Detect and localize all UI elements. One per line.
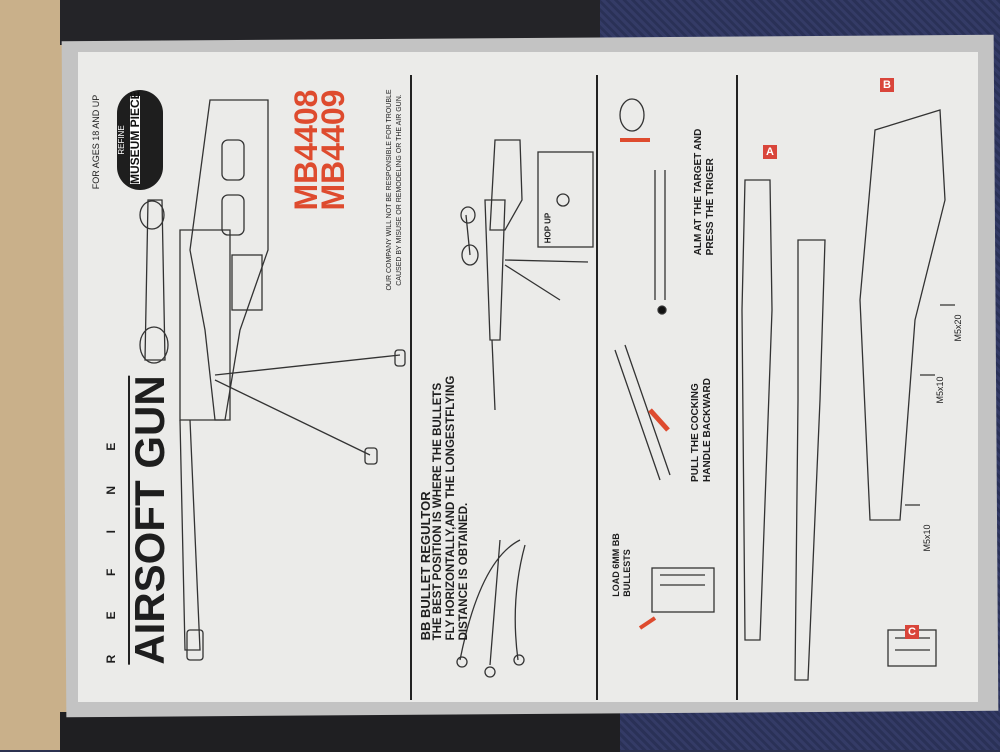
step-text: PULL THE COCKING [690,383,701,482]
regulator-section: BB BULLET REGULTOR THE BEST POSITION IS … [418,375,471,641]
regulator-line: FLY HORIZONTALLY,AND THE LONGESTFLYING [445,375,457,641]
step-text: ALM AT THE TARGET AND [693,128,704,256]
screw-label: M5x20 [953,314,963,342]
main-rifle-illustration [139,99,406,661]
step-text: HANDLE BACKWARD [702,378,713,482]
model-number: MB4409 [315,89,351,211]
disclaimer: OUR COMPANY WILL NOT BE RESPONSIBLE FOR … [385,89,405,290]
screw-label: M5x10 [935,376,945,404]
step-illustrations [614,98,715,630]
logo-ring-text: REFINE [117,125,126,155]
part-label-b: B [880,78,894,92]
dark-surface-bottom [60,712,620,752]
logo-center-text: MUSEUM PIECE [128,91,142,184]
regulator-title: BB BULLET REGULTOR [418,491,433,641]
part-label-c: C [905,625,919,639]
manual-sheet [78,52,978,702]
step-text: PRESS THE TRIGER [705,158,716,256]
disclaimer-line: CAUSED BY MISUSE OR REMODELING OR THE AI… [396,94,403,286]
step-aim: ALM AT THE TARGET AND PRESS THE TRIGER [693,129,717,256]
brand-name: R E F I N E [104,426,118,664]
section-divider [596,75,598,700]
museum-piece-logo: REFINE MUSEUM PIECE [117,90,163,190]
trajectory-diagram [456,539,526,678]
regulator-line: THE BEST POSITION IS WHERE THE BULLETS [432,382,444,641]
model-numbers: MB4408 MB4409 [288,89,351,211]
step-text: BULLESTS [622,549,632,597]
section-divider [410,75,412,700]
parts-illustrations [741,109,955,681]
hop-up-rifle-illustration [460,139,594,411]
disclaimer-line: OUR COMPANY WILL NOT BE RESPONSIBLE FOR … [386,89,393,291]
regulator-line: DISTANCE IS OBTAINED. [458,502,470,641]
page-title: AIRSOFT GUN [126,375,173,665]
step-load: LOAD 6MM BB BULLESTS [611,533,633,597]
age-notice: FOR AGES 18 AND UP [91,94,101,190]
section-divider [736,75,738,700]
step-cock: PULL THE COCKING HANDLE BACKWARD [690,378,714,482]
part-label-a: A [763,145,777,159]
hop-up-label: HOP UP [543,212,553,244]
step-text: LOAD 6MM BB [611,533,621,597]
screw-label: M5x10 [922,524,932,552]
